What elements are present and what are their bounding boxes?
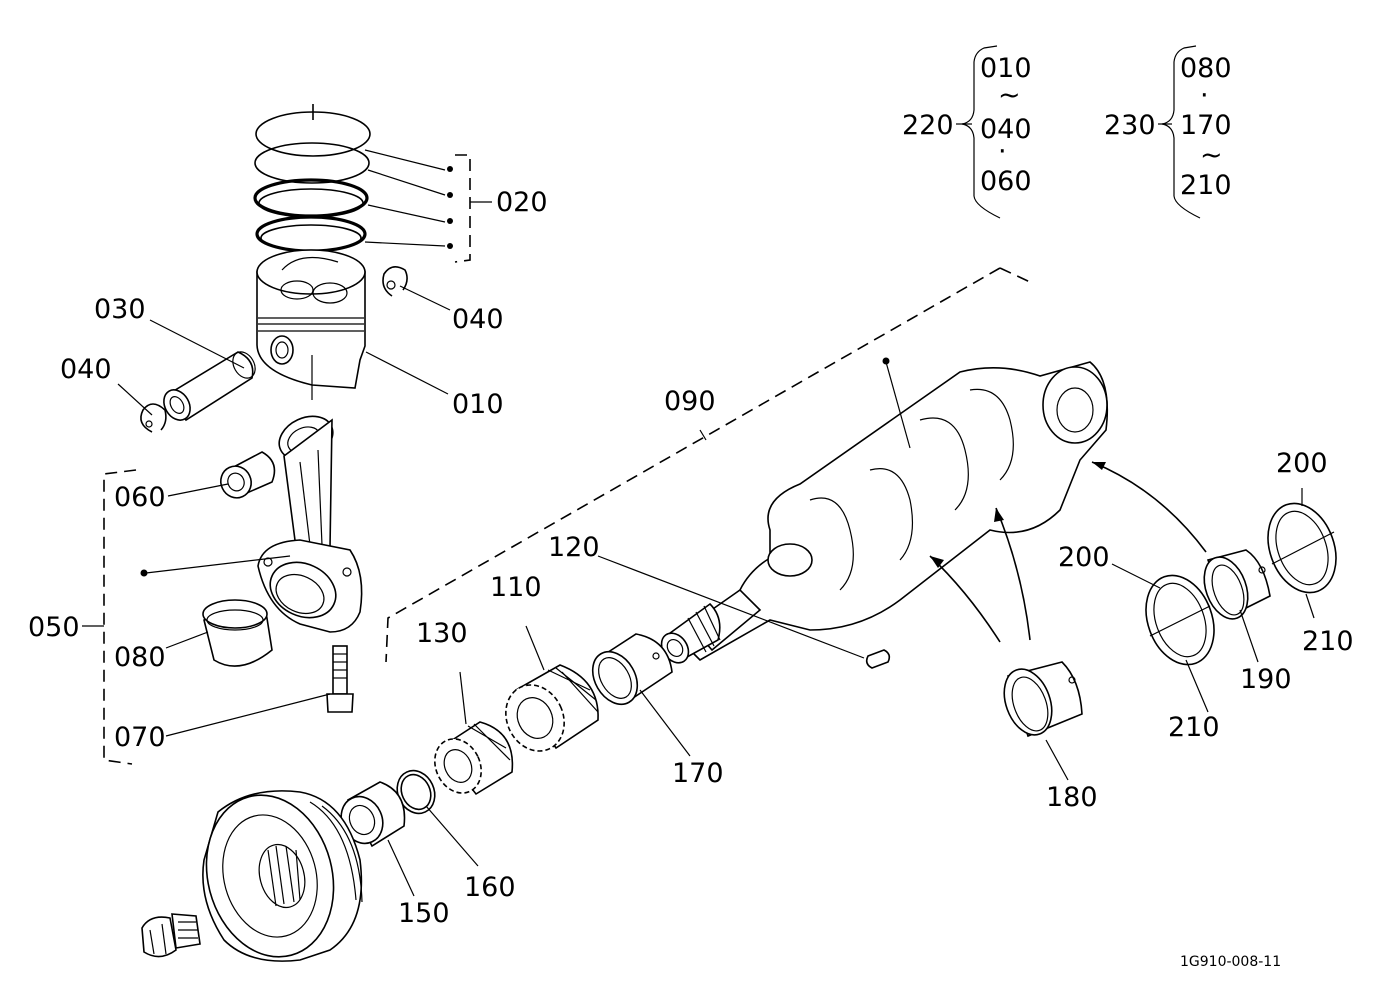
piston-pin xyxy=(163,351,256,422)
callout-200-left: 200 xyxy=(1058,542,1110,573)
crankshaft-gear xyxy=(505,664,599,752)
drawing-reference: 1G910-008-11 xyxy=(1180,954,1281,970)
callout-040-right: 040 xyxy=(452,304,504,335)
circlip-right xyxy=(382,266,408,297)
callout-160: 160 xyxy=(464,872,516,903)
callout-150: 150 xyxy=(398,898,450,929)
leader-lines xyxy=(117,149,1315,897)
set-220-item: 060 xyxy=(980,166,1032,197)
callout-030: 030 xyxy=(94,294,146,325)
circlip-left xyxy=(140,403,167,433)
piston xyxy=(256,249,366,400)
callout-130: 130 xyxy=(416,618,468,649)
callout-180: 180 xyxy=(1046,782,1098,813)
set-220-label: 220 xyxy=(902,110,954,141)
crankshaft-collar xyxy=(340,781,406,848)
callout-170: 170 xyxy=(672,758,724,789)
callout-010: 010 xyxy=(452,389,504,420)
set-220-item: ~ xyxy=(998,80,1021,111)
assembly-arrows xyxy=(929,461,1207,643)
crankshaft xyxy=(660,361,1109,664)
callout-060: 060 xyxy=(114,482,166,513)
callout-070: 070 xyxy=(114,722,166,753)
callout-190: 190 xyxy=(1240,664,1292,695)
set-220: 220 010 ~ 040 · 060 xyxy=(902,53,1032,197)
piston-rings xyxy=(253,104,371,253)
small-end-bush xyxy=(220,451,276,499)
callout-120: 120 xyxy=(548,532,600,563)
set-230-label: 230 xyxy=(1104,110,1156,141)
set-230-item: · xyxy=(1200,80,1209,111)
crankshaft-pulley xyxy=(202,790,363,962)
set-230-item: 210 xyxy=(1180,170,1232,201)
callout-labels: 020 040 010 030 040 060 050 080 070 090 … xyxy=(28,187,1354,929)
oil-pump-gear xyxy=(434,721,514,796)
big-end-bearing xyxy=(202,599,273,667)
set-220-item: 040 xyxy=(980,114,1032,145)
callout-080: 080 xyxy=(114,642,166,673)
callout-110: 110 xyxy=(490,572,542,603)
set-230-item: ~ xyxy=(1200,140,1223,171)
rear-main-bearing xyxy=(1203,549,1271,620)
callout-200-right: 200 xyxy=(1276,448,1328,479)
set-220-item: 010 xyxy=(980,53,1032,84)
set-230-item: 080 xyxy=(1180,53,1232,84)
crankshaft-bearing xyxy=(591,633,673,706)
callout-050: 050 xyxy=(28,612,80,643)
pulley-bolt xyxy=(141,913,201,958)
callout-090: 090 xyxy=(664,386,716,417)
group-brackets xyxy=(82,154,1031,765)
callout-020: 020 xyxy=(496,187,548,218)
set-230: 230 080 · 170 ~ 210 xyxy=(1104,53,1232,201)
thrust-washer-right xyxy=(1267,502,1337,594)
callout-210-right: 210 xyxy=(1302,626,1354,657)
callout-210-left: 210 xyxy=(1168,712,1220,743)
callout-040-left: 040 xyxy=(60,354,112,385)
thrust-washer-left xyxy=(1145,574,1215,666)
woodruff-key xyxy=(865,649,891,669)
set-230-item: 170 xyxy=(1180,110,1232,141)
conrod-bolt xyxy=(326,645,354,713)
main-bearing xyxy=(1003,661,1083,738)
connecting-rod xyxy=(257,415,363,633)
set-220-item: · xyxy=(998,136,1007,167)
